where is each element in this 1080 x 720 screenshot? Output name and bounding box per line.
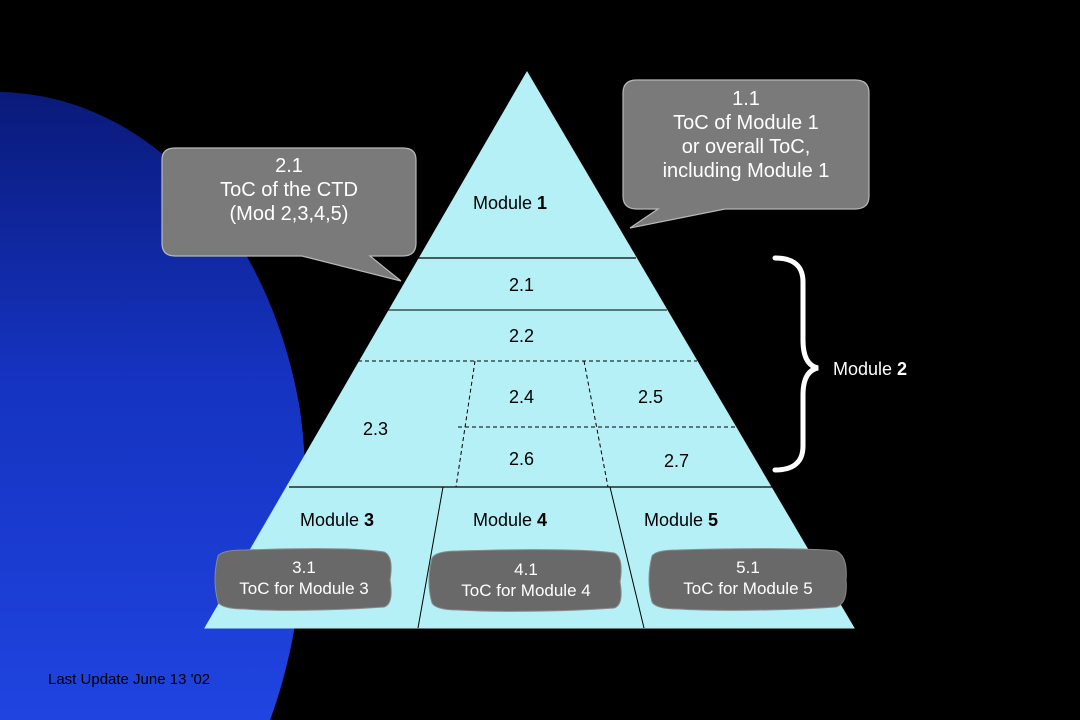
callout-module1-line3: or overall ToC, (681, 136, 811, 158)
pill-module3-line2: ToC for Module 3 (239, 579, 369, 599)
callout-module1-bubble (622, 79, 870, 229)
callout-ctd-line2: ToC of the CTD (220, 179, 358, 201)
pill-module3 (214, 548, 392, 611)
pill-module4-text: 4.1 ToC for Module 4 (428, 559, 624, 602)
label-module4-prefix: Module (473, 510, 538, 530)
label-2-6: 2.6 (509, 449, 535, 469)
label-module3: Module 3 (300, 510, 374, 531)
callout-ctd-bubble (161, 147, 417, 282)
module2-bracket-label: Module 2 (833, 359, 907, 380)
divider-module4-5 (609, 486, 645, 629)
module2-label-prefix: Module (833, 359, 898, 379)
label-module5-prefix: Module (644, 510, 709, 530)
last-update-footer: Last Update June 13 '02 (48, 671, 211, 688)
pill-module5-text: 5.1 ToC for Module 5 (648, 557, 848, 600)
callout-module1-line2: ToC of Module 1 (673, 112, 819, 134)
label-2-5: 2.5 (638, 387, 664, 407)
label-module5: Module 5 (644, 510, 718, 531)
label-module5-num: 5 (708, 510, 719, 530)
pill-module4 (428, 549, 622, 612)
label-module1-prefix: Module (473, 193, 538, 213)
module2-bracket (772, 255, 819, 473)
callout-ctd-line1: 2.1 (275, 155, 303, 177)
label-2-3: 2.3 (363, 419, 389, 439)
pill-module5 (648, 548, 847, 611)
label-2-2: 2.2 (509, 326, 535, 346)
callout-ctd-text: 2.1 ToC of the CTD (Mod 2,3,4,5) (162, 154, 416, 226)
module2-label-num: 2 (897, 359, 908, 379)
label-module1-num: 1 (537, 193, 548, 213)
pill-module4-line2: ToC for Module 4 (461, 581, 591, 601)
callout-ctd-line3: (Mod 2,3,4,5) (229, 203, 349, 225)
callout-module1-line4: including Module 1 (662, 160, 830, 182)
label-2-1: 2.1 (509, 275, 535, 295)
pill-module3-text: 3.1 ToC for Module 3 (214, 557, 394, 600)
pill-module5-line2: ToC for Module 5 (683, 579, 813, 599)
pyramid (204, 71, 855, 629)
label-module3-num: 3 (364, 510, 375, 530)
pill-module4-line1: 4.1 (514, 560, 538, 579)
callout-module1-text: 1.1 ToC of Module 1 or overall ToC, incl… (623, 87, 869, 183)
label-module4-num: 4 (537, 510, 548, 530)
callout-module1-line1: 1.1 (732, 88, 760, 110)
dashed-line-24-25 (583, 360, 609, 488)
label-2-7: 2.7 (664, 451, 690, 471)
pill-module5-line1: 5.1 (736, 558, 760, 577)
label-module4: Module 4 (473, 510, 547, 531)
label-module3-prefix: Module (300, 510, 365, 530)
divider-module3-4 (417, 486, 444, 629)
pill-module3-line1: 3.1 (292, 558, 316, 577)
label-2-4: 2.4 (509, 387, 535, 407)
dashed-line-23-24 (455, 360, 476, 488)
label-module1: Module 1 (473, 193, 547, 214)
